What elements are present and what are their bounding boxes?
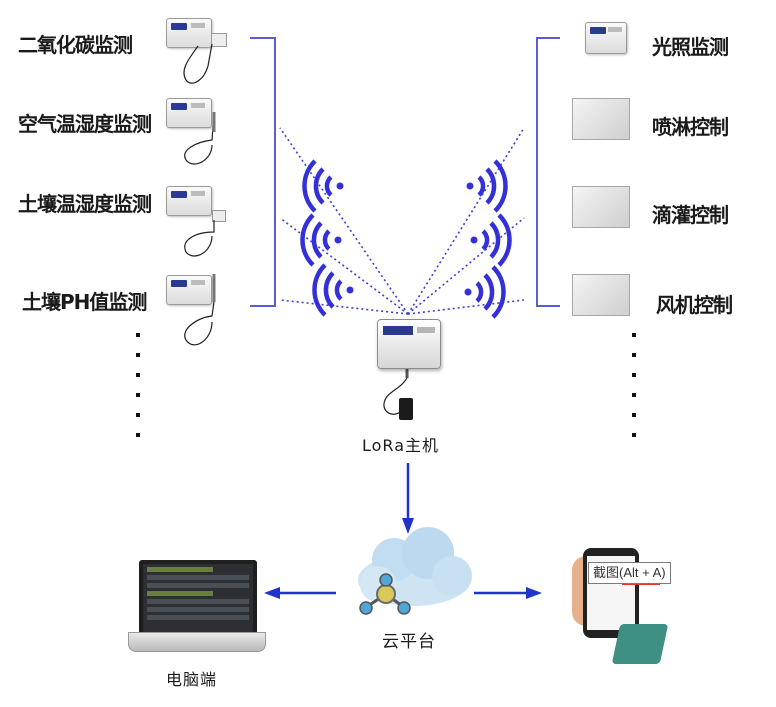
soil-sensor-device	[166, 186, 212, 216]
left-more-dots	[136, 333, 140, 453]
link-left-1	[279, 127, 409, 315]
screenshot-tooltip: 截图(Alt + A)	[588, 562, 671, 584]
sleeve-icon	[611, 624, 669, 664]
right-more-dots	[632, 333, 636, 453]
ph-sensor-device	[166, 275, 212, 305]
label-lora-host: LoRa主机	[362, 436, 439, 455]
co2-sensor-device	[166, 18, 212, 48]
power-adapter-icon	[399, 398, 413, 420]
laptop-base	[128, 632, 266, 652]
soil-probe	[212, 210, 226, 222]
label-co2-monitoring: 二氧化碳监测	[18, 33, 133, 57]
soil-probe-cable	[184, 220, 215, 257]
ph-probe-cable	[184, 301, 215, 346]
label-pc: 电脑端	[166, 670, 218, 689]
air-probe-cable	[184, 111, 215, 165]
light-sensor-device	[585, 22, 627, 54]
wifi-icon-right-1	[466, 159, 508, 213]
label-soil-temp-humidity: 土壤温湿度监测	[18, 192, 152, 216]
label-fan-control: 风机控制	[656, 293, 733, 317]
co2-cable	[183, 43, 213, 84]
link-left-3	[279, 299, 409, 315]
wifi-icons-right	[464, 159, 512, 319]
wireless-links	[279, 127, 525, 315]
link-right-3	[407, 299, 525, 315]
wifi-icon-left-2	[300, 213, 342, 267]
label-soil-ph: 土壤PH值监测	[22, 290, 147, 314]
cloud-icon	[358, 527, 472, 606]
arrow-cloud-to-pc-head	[264, 587, 280, 599]
wifi-icon-left-3	[312, 263, 354, 317]
link-right-2	[407, 217, 525, 315]
wifi-icon-right-3	[464, 265, 506, 319]
air-sensor-device	[166, 98, 212, 128]
laptop-screen	[139, 560, 257, 640]
lora-host-device	[377, 319, 441, 369]
spray-control-box	[572, 98, 630, 140]
label-light-monitoring: 光照监测	[652, 35, 729, 59]
label-air-temp-humidity: 空气温湿度监测	[18, 112, 152, 136]
wifi-icon-left-1	[302, 159, 344, 213]
left-bracket	[250, 37, 276, 307]
label-drip-control: 滴灌控制	[652, 203, 729, 227]
wifi-icon-right-2	[470, 213, 512, 267]
arrow-host-to-cloud-head	[402, 518, 414, 534]
wifi-icons-left	[300, 159, 354, 317]
link-left-2	[279, 217, 409, 315]
link-right-1	[407, 127, 525, 315]
fan-control-box	[572, 274, 630, 316]
cloud-node-icon	[359, 573, 411, 615]
right-bracket	[536, 37, 560, 307]
arrow-cloud-to-phone-head	[526, 587, 542, 599]
power-cable	[383, 377, 408, 415]
drip-control-box	[572, 186, 630, 228]
label-spray-control: 喷淋控制	[652, 115, 729, 139]
co2-probe	[211, 33, 227, 47]
label-cloud-platform: 云平台	[382, 632, 436, 652]
